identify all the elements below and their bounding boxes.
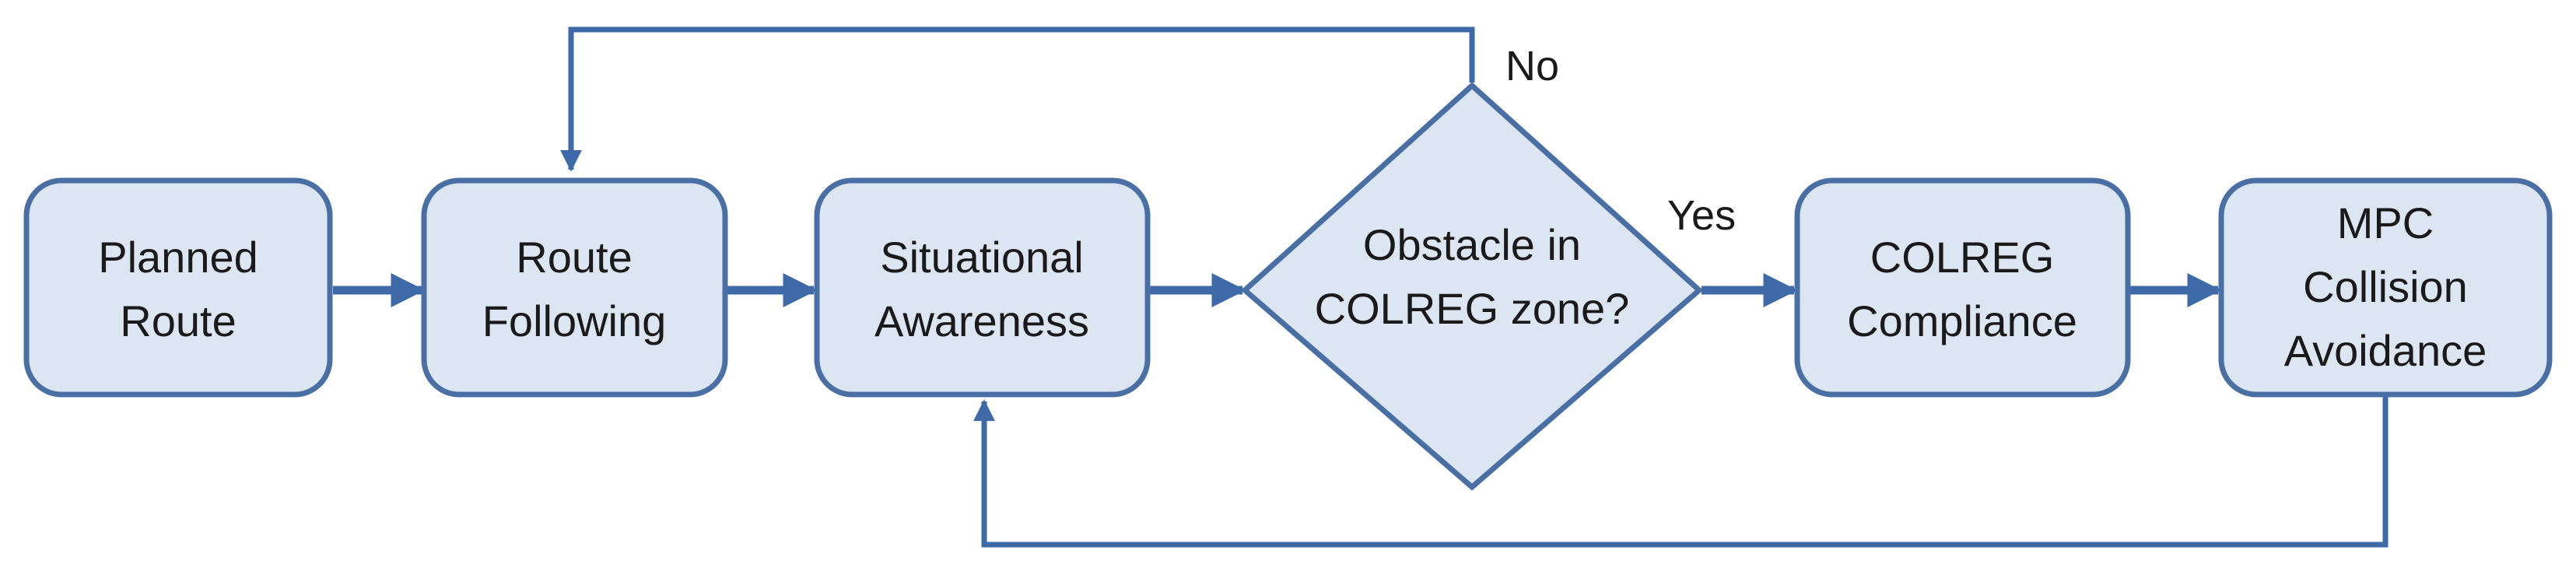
arrow-mpc-loop-to-awareness: [973, 397, 2388, 548]
obstacle-decision-line2: COLREG zone?: [1315, 284, 1630, 333]
edge-label-yes: Yes: [1667, 192, 1736, 239]
route-following-line1: Route: [516, 233, 632, 282]
mpc-line2: Collision: [2303, 262, 2468, 311]
node-mpc-collision-avoidance: MPC Collision Avoidance: [2218, 177, 2553, 398]
mpc-line1: MPC: [2337, 198, 2434, 247]
edge-label-no: No: [1505, 43, 1559, 89]
arrow-no-loop-to-following: [560, 26, 1475, 172]
node-situational-awareness: Situational Awareness: [814, 177, 1151, 398]
planned-route-line2: Route: [120, 296, 236, 345]
planned-route-line1: Planned: [98, 233, 258, 282]
node-planned-route: Planned Route: [23, 177, 333, 398]
situational-awareness-line1: Situational: [880, 233, 1084, 282]
node-obstacle-decision: Obstacle in COLREG zone?: [1240, 82, 1704, 491]
connectors: [333, 26, 2388, 548]
colreg-compliance-line2: Compliance: [1847, 296, 2077, 345]
node-colreg-compliance: COLREG Compliance: [1794, 177, 2131, 398]
node-route-following: Route Following: [421, 177, 728, 398]
mpc-line3: Avoidance: [2284, 326, 2487, 375]
obstacle-decision-line1: Obstacle in: [1363, 220, 1581, 269]
situational-awareness-line2: Awareness: [874, 296, 1089, 345]
route-following-line2: Following: [482, 296, 667, 345]
colreg-compliance-line1: COLREG: [1870, 233, 2055, 282]
